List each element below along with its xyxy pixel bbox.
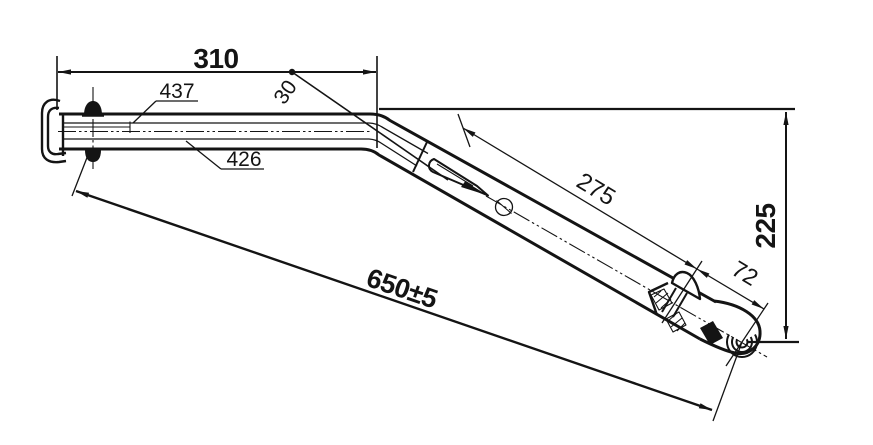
centerline-angled bbox=[485, 195, 768, 358]
dim-275-ext-left bbox=[457, 113, 471, 148]
dim-275-arrow-left bbox=[463, 128, 476, 137]
dim-650-ext-left bbox=[71, 154, 89, 197]
pin-shaft-left bbox=[661, 287, 677, 313]
dim-72-arrow-right bbox=[751, 300, 764, 309]
label-426-leader bbox=[185, 140, 222, 170]
dim-310: 310 bbox=[56, 43, 378, 148]
hook-inner-contour bbox=[46, 106, 67, 156]
rivet-pin bbox=[82, 87, 104, 171]
dim-275-label: 275 bbox=[572, 168, 620, 212]
label-437-text: 437 bbox=[159, 80, 194, 103]
dim-72-arrow-left bbox=[697, 269, 710, 278]
arm-body bbox=[58, 112, 768, 358]
dim-30-label: 30 bbox=[270, 76, 302, 108]
hook-end bbox=[40, 98, 67, 164]
arm-top-edge bbox=[59, 112, 717, 304]
wiper-arm-part bbox=[40, 87, 768, 358]
dim-72-line bbox=[696, 268, 765, 310]
label-426-text: 426 bbox=[226, 148, 261, 171]
dim-30-angle: 30 bbox=[270, 68, 449, 181]
label-437: 437 bbox=[132, 80, 198, 124]
knurl-arc-middle bbox=[731, 336, 753, 353]
dim-650-arrow-right bbox=[698, 403, 712, 410]
dim-650-arrow-left bbox=[76, 191, 90, 198]
dim-72-ext-right bbox=[725, 302, 769, 367]
dim-650-label: 650±5 bbox=[363, 263, 442, 315]
hook-outer-contour bbox=[40, 98, 67, 164]
hole-centerline-slash bbox=[496, 200, 512, 214]
dim-310-arrow-left bbox=[58, 69, 71, 75]
rod-tip-inner-line bbox=[436, 163, 474, 187]
channel-inner-line-lower bbox=[64, 138, 418, 167]
dim-225-arrow-bottom bbox=[783, 326, 789, 339]
pilot-hole bbox=[494, 197, 514, 217]
angle-reference-line bbox=[291, 71, 449, 181]
pin-shaft-right bbox=[672, 292, 688, 318]
dim-225-label: 225 bbox=[750, 203, 781, 248]
channel-end-step bbox=[412, 141, 428, 173]
dim-650: 650±5 bbox=[71, 154, 743, 422]
dim-72-label: 72 bbox=[727, 255, 762, 290]
dim-310-label: 310 bbox=[193, 43, 238, 74]
dim-310-arrow-right bbox=[363, 69, 376, 75]
dim-72-ext-left bbox=[661, 260, 703, 324]
dim-225: 225 bbox=[379, 107, 799, 344]
link-bar bbox=[700, 321, 723, 345]
head-end-cap bbox=[699, 299, 762, 356]
hole-circle bbox=[494, 197, 514, 217]
arm-bottom-edge bbox=[59, 147, 701, 341]
hub-assembly bbox=[647, 270, 723, 345]
dim-650-ext-right bbox=[712, 341, 743, 422]
dim-650-line bbox=[75, 189, 713, 412]
label-437-leader bbox=[132, 100, 157, 124]
dim-275-arrow-right bbox=[684, 260, 697, 269]
hatch-patch-upper bbox=[650, 288, 673, 311]
label-426: 426 bbox=[185, 140, 264, 171]
dim-225-arrow-top bbox=[783, 112, 789, 125]
dim-275-line bbox=[462, 127, 698, 270]
clevis-bracket bbox=[647, 281, 669, 316]
dim-275: 275 bbox=[457, 113, 698, 270]
rod-tip-point bbox=[461, 181, 488, 196]
